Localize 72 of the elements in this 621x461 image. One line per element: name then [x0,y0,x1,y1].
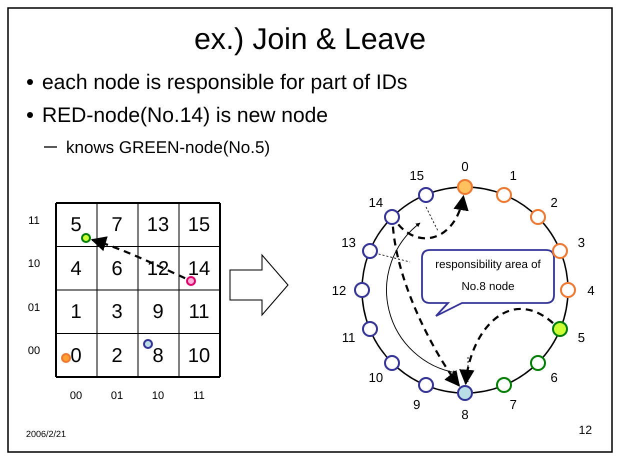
cell-number: 8 [152,346,164,366]
node-circle [552,321,568,338]
column-label: 00 [70,390,82,402]
node-circle [143,339,153,349]
node-number: 12 [332,284,346,296]
callout-bubble [421,249,555,317]
row-label: 11 [28,216,40,226]
cell-number: 12 [146,258,170,278]
column-label: 01 [110,390,124,402]
cell-number: 11 [188,302,210,322]
dashed-arrow [460,308,554,386]
node-number: 9 [413,398,420,412]
node-number: 11 [342,330,356,344]
cell-number: 0 [70,346,82,366]
node-circle [560,282,576,298]
cell-number: 5 [70,215,82,235]
node-circle [384,209,400,226]
node-number: 4 [587,284,595,296]
node-circle [418,377,434,394]
node-number: 10 [368,371,384,384]
cell-number: 15 [188,215,210,235]
bullet-text: each node is responsible for part of IDs [42,72,408,92]
node-circle [384,354,400,371]
row-label: 01 [28,302,40,314]
cell-number: 14 [188,258,210,278]
column-label: 10 [152,390,164,402]
node-circle [362,242,378,259]
page-number: 12 [578,424,592,436]
node-number: 7 [510,398,517,412]
node-circle [457,179,473,195]
node-circle [186,276,196,286]
slide-title: ex.) Join & Leave [194,25,426,55]
node-number: 1 [510,168,517,182]
cell-number: 3 [111,302,123,322]
bullet-text: knows GREEN-node(No.5) [66,138,270,156]
callout-text: responsibility area of No.8 node [434,258,542,294]
dashed-arrow [398,194,468,240]
node-circle [362,321,378,338]
node-circle [530,354,546,371]
node-circle [552,242,568,259]
node-number: 3 [578,236,586,250]
node-circle [354,282,370,298]
node-number: 15 [410,168,424,182]
node-number: 5 [578,330,586,344]
node-number: 6 [550,371,558,384]
node-circle [418,186,434,203]
cell-number: 2 [111,346,123,366]
date-text: 2006/2/21 [26,430,66,438]
row-label: 10 [28,259,40,270]
node-circle [496,377,512,394]
bullet-text: RED-node(No.14) is new node [42,104,328,126]
node-circle [81,233,91,243]
node-number: 0 [461,160,469,172]
node-number: 14 [368,196,384,209]
cell-number: 10 [188,346,210,366]
node-circle [496,186,512,203]
cell-number: 6 [111,258,123,278]
column-label: 11 [193,390,205,402]
cell-number: 7 [111,215,123,235]
cell-number: 13 [146,215,170,235]
node-number: 2 [550,196,558,209]
node-number: 8 [461,408,469,420]
node-circle [61,353,71,363]
cell-number: 9 [152,302,164,322]
node-circle [457,385,473,401]
dashed-arrow [392,226,460,387]
dashed-arrow [90,236,186,280]
row-label: 00 [28,346,40,357]
cell-number: 1 [70,302,82,322]
node-circle [530,209,546,226]
node-number: 13 [341,236,356,250]
cell-number: 4 [70,258,82,278]
